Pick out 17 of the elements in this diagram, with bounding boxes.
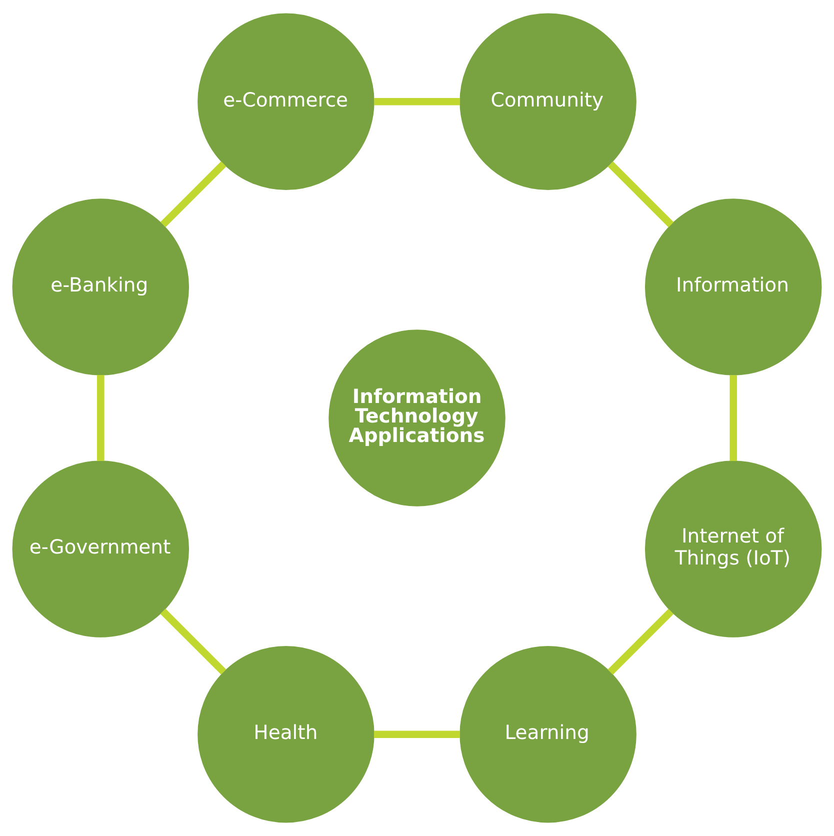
node-circle: e-Commerce: [198, 13, 374, 190]
node-circle: Information Technology Applications: [328, 330, 506, 506]
connector: [374, 730, 460, 738]
connector: [160, 161, 226, 228]
node-circle: Information: [644, 198, 822, 376]
node-circle: Health: [198, 646, 374, 823]
node-circle: e-Government: [12, 460, 190, 638]
connector: [374, 98, 460, 106]
node-circle: Learning: [460, 646, 636, 823]
node-circle: e-Banking: [12, 198, 190, 376]
connector: [160, 608, 226, 675]
node-circle: Internet of Things (IoT): [644, 460, 822, 638]
connector: [97, 374, 104, 461]
connector: [608, 161, 674, 228]
connector: [608, 608, 674, 675]
node-circle: Community: [460, 13, 636, 190]
connector: [730, 375, 737, 462]
